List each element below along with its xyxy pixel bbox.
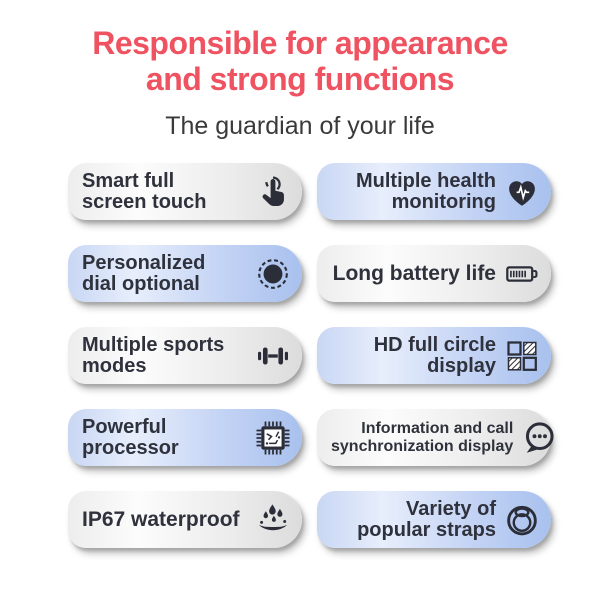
- display-grid-icon: [503, 337, 540, 374]
- watch-strap-icon: [503, 501, 540, 538]
- feature-pill-powerful-processor: Powerful processor: [68, 409, 302, 466]
- battery-icon: [503, 255, 540, 292]
- feature-pill-hd-full-circle-display: HD full circle display: [317, 327, 551, 384]
- page-title: Responsible for appearance and strong fu…: [0, 0, 600, 97]
- feature-pill-smart-full-screen-touch: Smart full screen touch: [68, 163, 302, 220]
- feature-label: IP67 waterproof: [82, 508, 240, 531]
- feature-pill-ip67-waterproof: IP67 waterproof: [68, 491, 302, 548]
- processor-chip-icon: [254, 419, 291, 456]
- feature-label: Personalized dial optional: [82, 251, 206, 295]
- title-line-2: and strong functions: [145, 61, 455, 97]
- water-drops-icon: [254, 501, 291, 538]
- feature-label: Long battery life: [332, 262, 496, 285]
- feature-label: Information and call synchronization dis…: [331, 419, 514, 455]
- watch-dial-icon: [254, 255, 291, 292]
- title-line-1: Responsible for appearance: [92, 25, 508, 61]
- feature-pill-long-battery-life: Long battery life: [317, 245, 551, 302]
- feature-label: Variety of popular straps: [357, 497, 496, 541]
- feature-pill-information-call-sync: Information and call synchronization dis…: [317, 409, 554, 466]
- feature-pill-variety-popular-straps: Variety of popular straps: [317, 491, 551, 548]
- feature-label: Multiple sports modes: [82, 333, 225, 377]
- heart-pulse-icon: [503, 173, 540, 210]
- feature-label: Smart full screen touch: [82, 169, 207, 213]
- touch-icon: [254, 173, 291, 210]
- feature-pill-multiple-health-monitoring: Multiple health monitoring: [317, 163, 551, 220]
- feature-label: HD full circle display: [373, 333, 496, 377]
- page-subtitle: The guardian of your life: [165, 112, 435, 140]
- feature-pill-personalized-dial-optional: Personalized dial optional: [68, 245, 302, 302]
- dumbbell-icon: [254, 337, 291, 374]
- feature-label: Multiple health monitoring: [356, 169, 496, 213]
- chat-bubble-icon: [520, 419, 557, 456]
- feature-pill-multiple-sports-modes: Multiple sports modes: [68, 327, 302, 384]
- features-grid: Smart full screen touch Multiple health …: [0, 163, 600, 548]
- feature-label: Powerful processor: [82, 415, 179, 459]
